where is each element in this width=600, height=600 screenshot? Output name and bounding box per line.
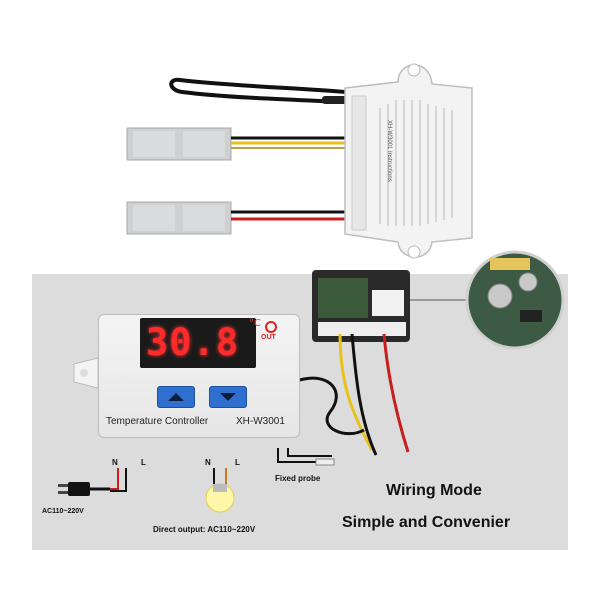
display-reading: 30.8 <box>146 321 240 364</box>
plug-n-label: N <box>112 458 118 467</box>
plug-wire-red <box>110 468 119 490</box>
pcb-header <box>490 258 530 270</box>
pcb-relay <box>372 290 404 316</box>
wiring-mode-subtitle: Simple and Convenier <box>342 514 511 531</box>
arrow-down-icon <box>220 393 236 401</box>
capacitor-1 <box>487 283 513 309</box>
bulb-n-label: N <box>205 458 211 467</box>
light-bulb-icon <box>205 483 235 513</box>
pcb-chip <box>520 310 542 322</box>
wire-red-out <box>382 333 410 453</box>
controller-name-label: Temperature Controller <box>106 416 209 427</box>
display-unit: °C <box>249 318 261 329</box>
probe-symbol-line2 <box>287 448 332 457</box>
controller-model-label: XH-W3001 <box>236 416 285 427</box>
out-indicator-icon <box>265 321 277 333</box>
terminal-block-upper-right <box>183 131 225 157</box>
mount-hole-top <box>407 63 421 77</box>
probe-tip <box>322 96 348 104</box>
wiring-mode-title: Wiring Mode <box>386 482 482 499</box>
wire-black-out <box>350 333 378 456</box>
relay-terminal-strip <box>351 95 367 231</box>
terminal-block-lower-right <box>183 205 225 231</box>
fixed-probe-label: Fixed probe <box>275 474 321 483</box>
bulb-l-label: L <box>235 458 240 467</box>
terminal-block-lower-left <box>133 205 175 231</box>
arrow-up-icon <box>168 393 184 401</box>
output-voltage-label: Direct output: AC110~220V <box>153 525 256 534</box>
pcb-green <box>318 278 368 318</box>
out-label: OUT <box>261 334 276 341</box>
probe-symbol-line1 <box>277 448 318 463</box>
up-button[interactable] <box>157 386 195 408</box>
controller-ear-hole <box>80 369 88 377</box>
wire-yellow-out <box>338 333 374 451</box>
probe-symbol-tip <box>315 458 335 466</box>
probe-cable-coil <box>299 376 365 436</box>
power-plug-icon <box>58 482 110 496</box>
probe-cable-top <box>169 77 346 104</box>
relay-module-housing <box>344 64 473 258</box>
input-voltage-label: AC110~220V <box>42 508 84 515</box>
instruction-text-lines <box>379 100 453 226</box>
down-button[interactable] <box>209 386 247 408</box>
pcb-zoom-circle <box>465 250 565 350</box>
capacitor-2 <box>518 272 538 292</box>
pcb-terminal <box>318 322 406 336</box>
plug-wire-black <box>110 468 127 492</box>
terminal-block-upper-left <box>133 131 175 157</box>
led-display <box>140 318 256 368</box>
module-instructions-title: XH-W3001 Instructions <box>386 120 392 182</box>
mount-hole-bottom <box>407 245 421 259</box>
plug-l-label: L <box>141 458 146 467</box>
